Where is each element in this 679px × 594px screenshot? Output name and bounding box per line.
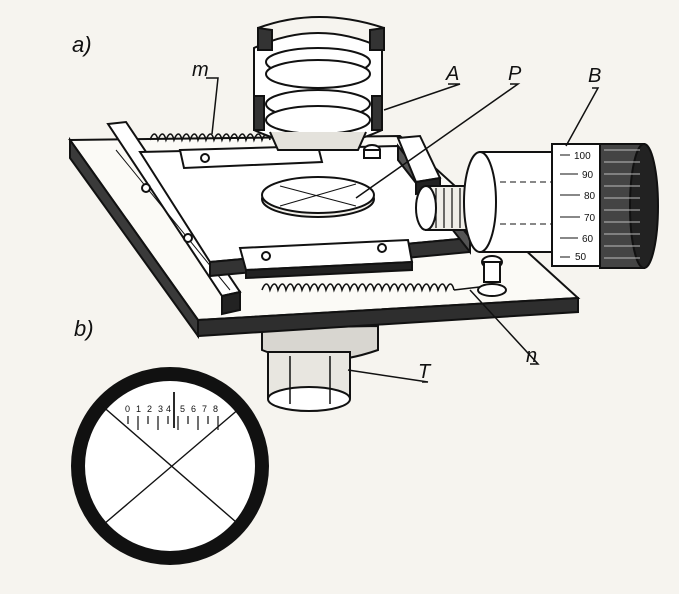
reticle-tick-label: 4 [166,404,171,414]
micrometer-tick-label: 100 [574,151,591,162]
callout-a: A [446,63,460,85]
callout-t: T [418,361,431,383]
reticle-tick-label: 8 [213,404,218,414]
callout-b: B [588,65,602,87]
micrometer-scale: 100 90 80 70 60 50 [560,151,596,263]
part-a-label: a) [72,32,92,57]
callout-n: n [526,345,538,367]
reticle-tick-label: 5 [180,404,185,414]
objective-tube [261,324,379,412]
reticle-tick-label: 3 [158,404,163,414]
leader-lines [206,77,600,383]
reticle-tick-label: 6 [191,404,196,414]
slide-back-bar [178,144,324,170]
part-b-label: b) [74,316,94,341]
callout-p: P [508,63,522,85]
reticle-tick-label: 0 [125,404,130,414]
reticle-scale-labels: 0 1 2 3 4 5 6 7 8 [125,404,218,414]
reticle-crosshair [99,403,241,525]
micrometer-tick-label: 90 [582,170,594,181]
reticle-scale-ticks [127,392,219,430]
micrometer-tick-label: 60 [582,234,594,245]
eyepiece-lens-a [253,16,385,159]
object-plate [261,176,375,218]
micrometer-tick-label: 80 [584,191,596,202]
micrometer-screw-b [415,143,659,269]
spring-anchor-screw [477,255,507,297]
reticle-tick-label: 7 [202,404,207,414]
micrometer-tick-label: 70 [584,213,596,224]
reticle-tick-label: 2 [147,404,152,414]
slide-front-bar [238,238,414,280]
spring-m [149,133,271,143]
callout-m: m [192,59,209,81]
reticle-tick-label: 1 [136,404,141,414]
reticle-view: 0 1 2 3 4 5 6 7 8 [71,367,269,565]
micrometer-tick-label: 50 [575,252,587,263]
reticle-ring [71,367,269,565]
